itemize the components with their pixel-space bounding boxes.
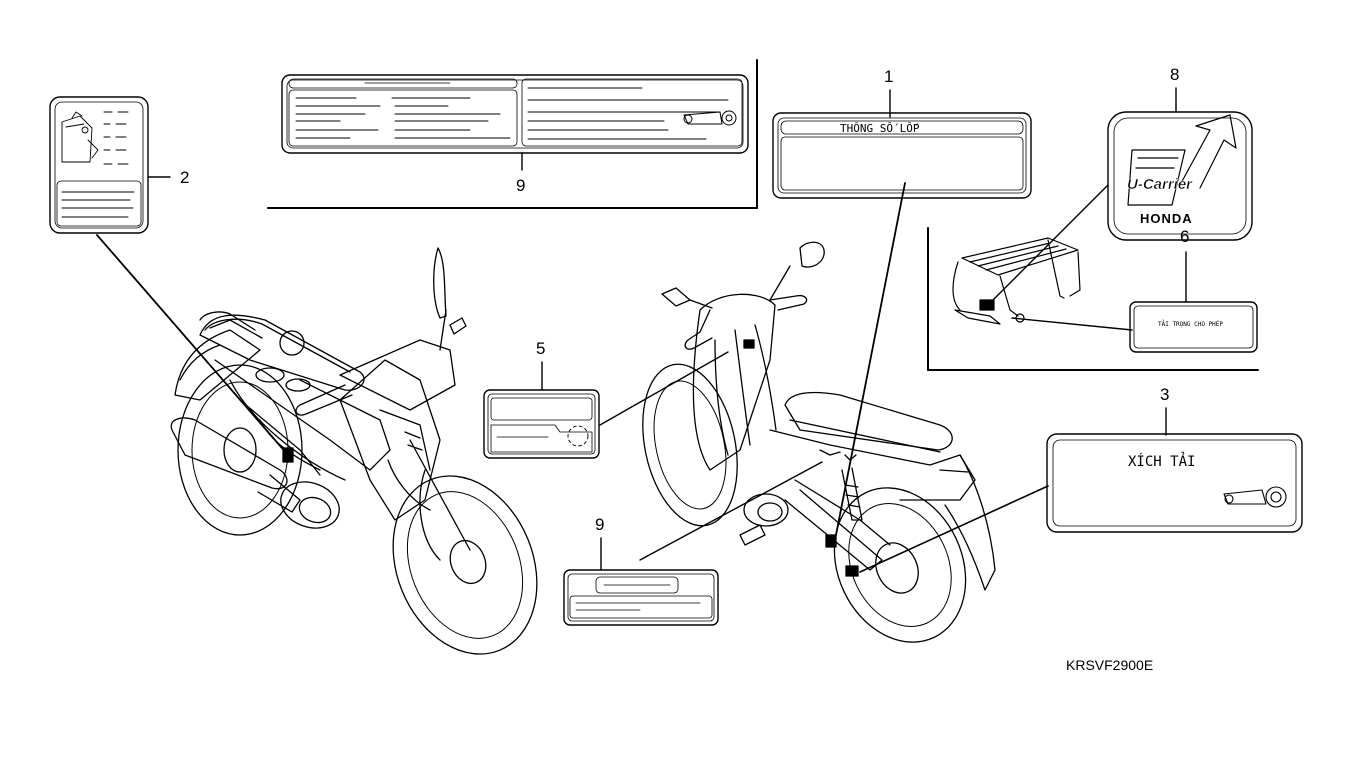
motorcycle-right-view xyxy=(642,241,996,643)
carrier-inset: 8 U-Carrier HONDA 6 TẢI TRỌNG CHO PHÉP xyxy=(927,65,1259,371)
label-2-sticker xyxy=(49,96,149,234)
chain-icon xyxy=(683,110,737,126)
label-1-group: 1 THÔNG SỐ LỐP xyxy=(772,67,1032,541)
part-number-2: 2 xyxy=(180,168,189,187)
honda-brand: HONDA xyxy=(1140,211,1193,226)
part-number-1: 1 xyxy=(884,67,893,86)
part-number-7: 8 xyxy=(1170,65,1179,84)
part-number-9: 9 xyxy=(595,515,604,534)
u-carrier-logo xyxy=(1127,114,1237,206)
label-3-sticker xyxy=(1046,433,1303,533)
part-number-3: 3 xyxy=(1160,385,1169,404)
diagram-code: KRSVF2900E xyxy=(1066,657,1154,673)
motorcycle-left-view xyxy=(170,247,538,655)
chain-adjuster-icon xyxy=(1223,486,1287,508)
carrier-load-text: TẢI TRỌNG CHO PHÉP xyxy=(1158,320,1223,328)
chain-title: XÍCH TẢI xyxy=(1128,451,1195,470)
rear-carrier-illustration xyxy=(952,237,1081,325)
label-5-sticker xyxy=(483,389,600,459)
label-2-group: 2 xyxy=(49,96,289,456)
label-3-group: 3 XÍCH TẢI xyxy=(859,385,1303,573)
label-8-sticker xyxy=(281,74,749,154)
label-8-group: 9 xyxy=(267,59,758,209)
label-7-sticker xyxy=(1107,111,1253,241)
tire-info-title: THÔNG SỐ LỐP xyxy=(840,122,920,135)
part-number-5: 5 xyxy=(536,339,545,358)
label-9-group: 9 xyxy=(563,461,823,626)
label-9-sticker xyxy=(563,569,719,626)
label-6-sticker xyxy=(1129,301,1258,353)
part-number-6: 6 xyxy=(1180,227,1189,246)
u-carrier-brand: U-Carrier xyxy=(1127,176,1193,193)
label-5-group: 5 xyxy=(483,339,729,459)
part-number-8: 9 xyxy=(516,176,525,195)
